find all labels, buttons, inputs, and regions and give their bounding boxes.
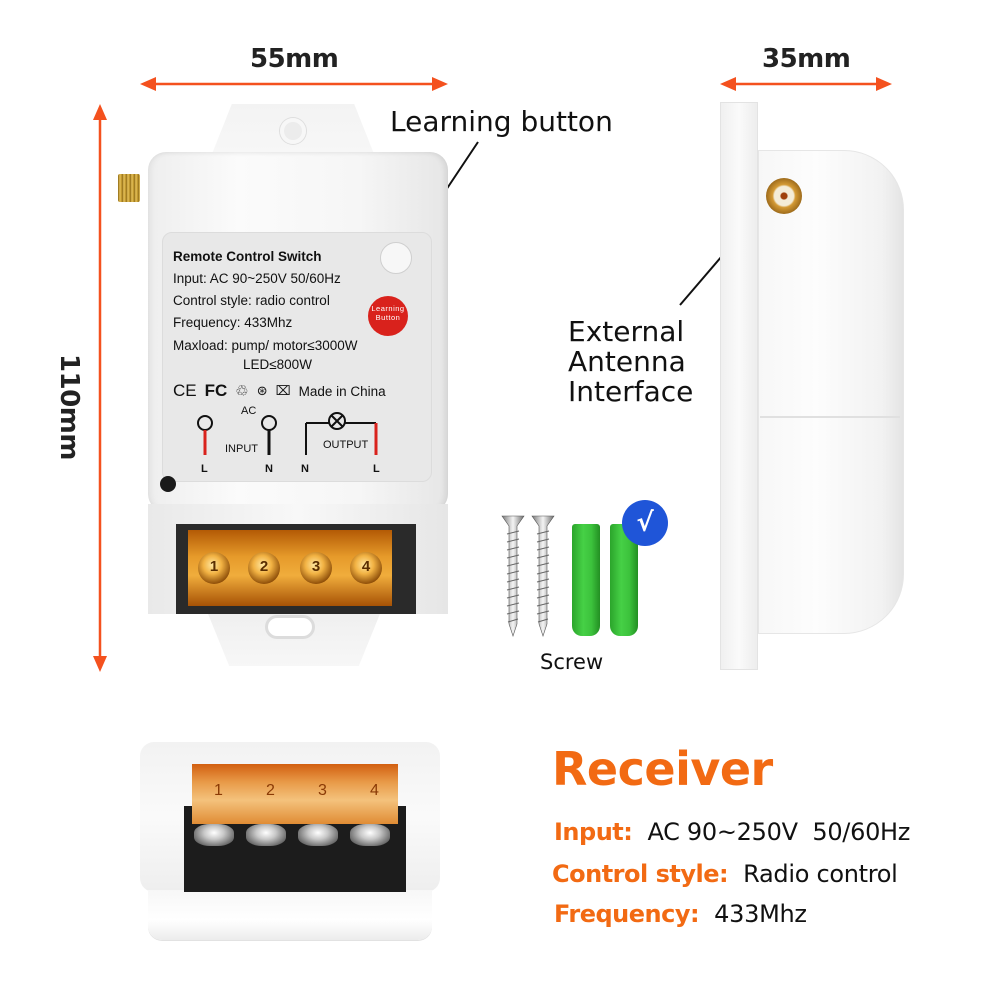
check-badge-icon: √ xyxy=(622,500,668,546)
learning-button-callout: Learning button xyxy=(390,105,613,138)
spec-value-control-style: Radio control xyxy=(743,860,898,888)
terminal-4[interactable]: 4 xyxy=(350,552,382,584)
spec-title: Receiver xyxy=(552,742,773,796)
cover-number-3: 3 xyxy=(318,782,327,799)
screws-icon xyxy=(501,515,555,637)
depth-dimension-label: 35mm xyxy=(762,44,851,74)
terminal-block: 1 2 3 4 xyxy=(176,524,416,614)
height-arrow xyxy=(93,104,107,672)
spec-value-frequency: 433Mhz xyxy=(714,900,807,928)
label-title: Remote Control Switch xyxy=(173,249,322,264)
spec-value-input: AC 90~250V 50/60Hz xyxy=(647,818,911,846)
bottom-terminal-cover: 1 2 3 4 xyxy=(192,764,398,824)
screw-label: Screw xyxy=(540,650,604,674)
antenna-callout-line3: Interface xyxy=(568,375,694,408)
terminal-cover: 1 2 3 4 xyxy=(188,530,392,606)
learning-button-sticker: Learning Button xyxy=(368,296,408,336)
receiver-side-view xyxy=(716,100,906,672)
ce-mark-icon: CE xyxy=(173,381,197,400)
width-dimension-label: 55mm xyxy=(250,44,339,74)
depth-arrow xyxy=(720,77,892,91)
terminal-1[interactable]: 1 xyxy=(198,552,230,584)
spec-row-input: Input: AC 90~250V 50/60Hz xyxy=(554,818,910,846)
device-label-panel: Remote Control Switch Input: AC 90~250V … xyxy=(162,232,432,482)
status-led-icon xyxy=(160,476,176,492)
eco-badge-icon: ⊛ xyxy=(256,383,268,399)
weee-bin-icon: ⌧ xyxy=(275,383,291,399)
spec-row-frequency: Frequency: 433Mhz xyxy=(554,900,807,928)
cover-number-1: 1 xyxy=(214,782,223,799)
width-arrow xyxy=(140,77,448,91)
cover-number-4: 4 xyxy=(370,782,379,799)
learning-sticker-line1: Learning xyxy=(371,304,405,313)
top-mount-hole xyxy=(280,118,306,144)
spec-key-control-style: Control style: xyxy=(552,860,729,888)
wiring-output-n: N xyxy=(301,463,309,475)
learning-sticker-line2: Button xyxy=(375,313,401,322)
receiver-front-view: Remote Control Switch Input: AC 90~250V … xyxy=(108,104,448,674)
wiring-input-label: INPUT xyxy=(225,443,258,455)
wiring-ac-label: AC xyxy=(241,405,257,417)
bottom-screw-3 xyxy=(298,824,338,846)
bottom-mount-slot xyxy=(268,618,312,636)
certification-row: CE FC ♲ ⊛ ⌧ Made in China xyxy=(173,381,386,401)
side-seam xyxy=(760,416,900,418)
spec-key-frequency: Frequency: xyxy=(554,900,700,928)
antenna-callout-line2: Antenna xyxy=(568,345,686,378)
wiring-output-l: L xyxy=(373,463,380,475)
wiring-input-n: N xyxy=(265,463,273,475)
terminal-3[interactable]: 3 xyxy=(300,552,332,584)
made-in-label: Made in China xyxy=(298,383,386,399)
label-frequency: Frequency: 433Mhz xyxy=(173,315,293,330)
screw-2 xyxy=(531,515,555,637)
label-maxload: Maxload: pump/ motor≤3000W xyxy=(173,338,358,353)
recycle-icon: ♲ xyxy=(235,382,249,400)
bottom-view-front-lip xyxy=(148,890,432,940)
label-control-style: Control style: radio control xyxy=(173,293,330,308)
wall-anchor-1 xyxy=(572,524,600,636)
side-mount-plate xyxy=(720,102,758,670)
wiring-diagram xyxy=(197,412,378,455)
learning-button[interactable] xyxy=(380,242,412,274)
label-input: Input: AC 90~250V 50/60Hz xyxy=(173,271,341,286)
external-antenna-port-icon xyxy=(766,178,802,214)
terminal-2[interactable]: 2 xyxy=(248,552,280,584)
label-led-load: LED≤800W xyxy=(243,357,312,372)
cover-number-2: 2 xyxy=(266,782,275,799)
side-body xyxy=(758,150,904,634)
antenna-callout-line1: External xyxy=(568,315,685,348)
bottom-screw-1 xyxy=(194,824,234,846)
height-dimension-label: 110mm xyxy=(54,354,84,460)
spec-key-input: Input: xyxy=(554,818,633,846)
wiring-output-label: OUTPUT xyxy=(323,439,369,451)
antenna-connector-icon xyxy=(118,174,140,202)
spec-row-control-style: Control style: Radio control xyxy=(552,860,898,888)
receiver-bottom-view: 1 2 3 4 xyxy=(140,742,440,947)
bottom-screw-2 xyxy=(246,824,286,846)
bottom-screw-4 xyxy=(350,824,390,846)
screw-accessories: √ Screw xyxy=(490,500,680,680)
wiring-input-l: L xyxy=(201,463,208,475)
fcc-mark-icon: FC xyxy=(204,381,228,400)
screw-1 xyxy=(501,515,525,637)
